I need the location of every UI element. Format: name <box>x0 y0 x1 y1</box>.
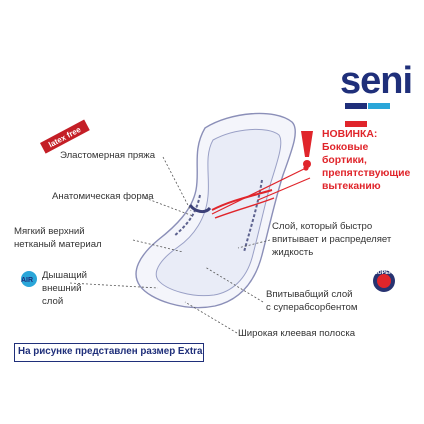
exclamation-icon <box>301 131 313 168</box>
novelty-line-3: бортики, <box>322 155 367 166</box>
label-absorb-2: с суперабсорбентом <box>266 302 358 313</box>
label-adhesive-strip: Широкая клеевая полоска <box>238 328 356 339</box>
air-badge: AIR <box>21 271 37 287</box>
red-channel-2 <box>214 197 275 219</box>
label-breathing-2: внешний <box>42 283 82 294</box>
label-anatomic-form: Анатомическая форма <box>52 191 154 202</box>
footer-box <box>14 343 204 362</box>
novelty-line-1: НОВИНКА: <box>322 129 378 140</box>
label-fast-layer-1: Слой, который быстро <box>272 221 373 232</box>
pointer-absorb <box>204 266 264 303</box>
logo-color-bar <box>345 96 413 127</box>
novelty-line-2: Боковые <box>322 142 369 153</box>
pointer-fast-layer <box>237 239 271 249</box>
pointer-soft-top <box>132 239 184 253</box>
latex-free-badge: latex free <box>40 119 90 154</box>
brand-logo: seni <box>340 60 413 102</box>
pointer-elastic <box>162 156 192 212</box>
pointer-breathing <box>69 282 159 289</box>
red-channel <box>211 189 273 211</box>
elastic-region <box>188 204 212 214</box>
pad-core <box>155 128 282 297</box>
novelty-line-4: препятствующие <box>322 168 411 179</box>
label-fast-layer-2: впитывает и распределяет <box>272 234 392 245</box>
label-soft-top-2: нетканый материал <box>14 239 102 250</box>
label-breathing-3: слой <box>42 296 64 307</box>
novelty-arrow-2 <box>257 177 311 201</box>
pointer-anatomic <box>144 197 194 217</box>
footer-caption: На рисунке представлен размер Extra <box>18 346 203 357</box>
label-soft-top-1: Мягкий верхний <box>14 226 85 237</box>
air-text: AIR <box>21 277 33 284</box>
super-text: SUPER <box>374 270 393 276</box>
label-fast-layer-3: жидкость <box>272 247 314 258</box>
label-absorb-1: Впитывабщий слой <box>266 289 353 300</box>
novelty-callout: НОВИНКА: Боковые бортики, препятствующие… <box>322 128 410 193</box>
label-elastic-buckle: Эластомерная пряжа <box>60 150 156 161</box>
super-badge: SUPER <box>373 270 395 292</box>
side-barrier-left <box>173 194 201 237</box>
label-breathing-1: Дышащий <box>42 270 88 281</box>
novelty-line-5: вытеканию <box>322 181 381 192</box>
novelty-arrow-1 <box>211 167 307 215</box>
